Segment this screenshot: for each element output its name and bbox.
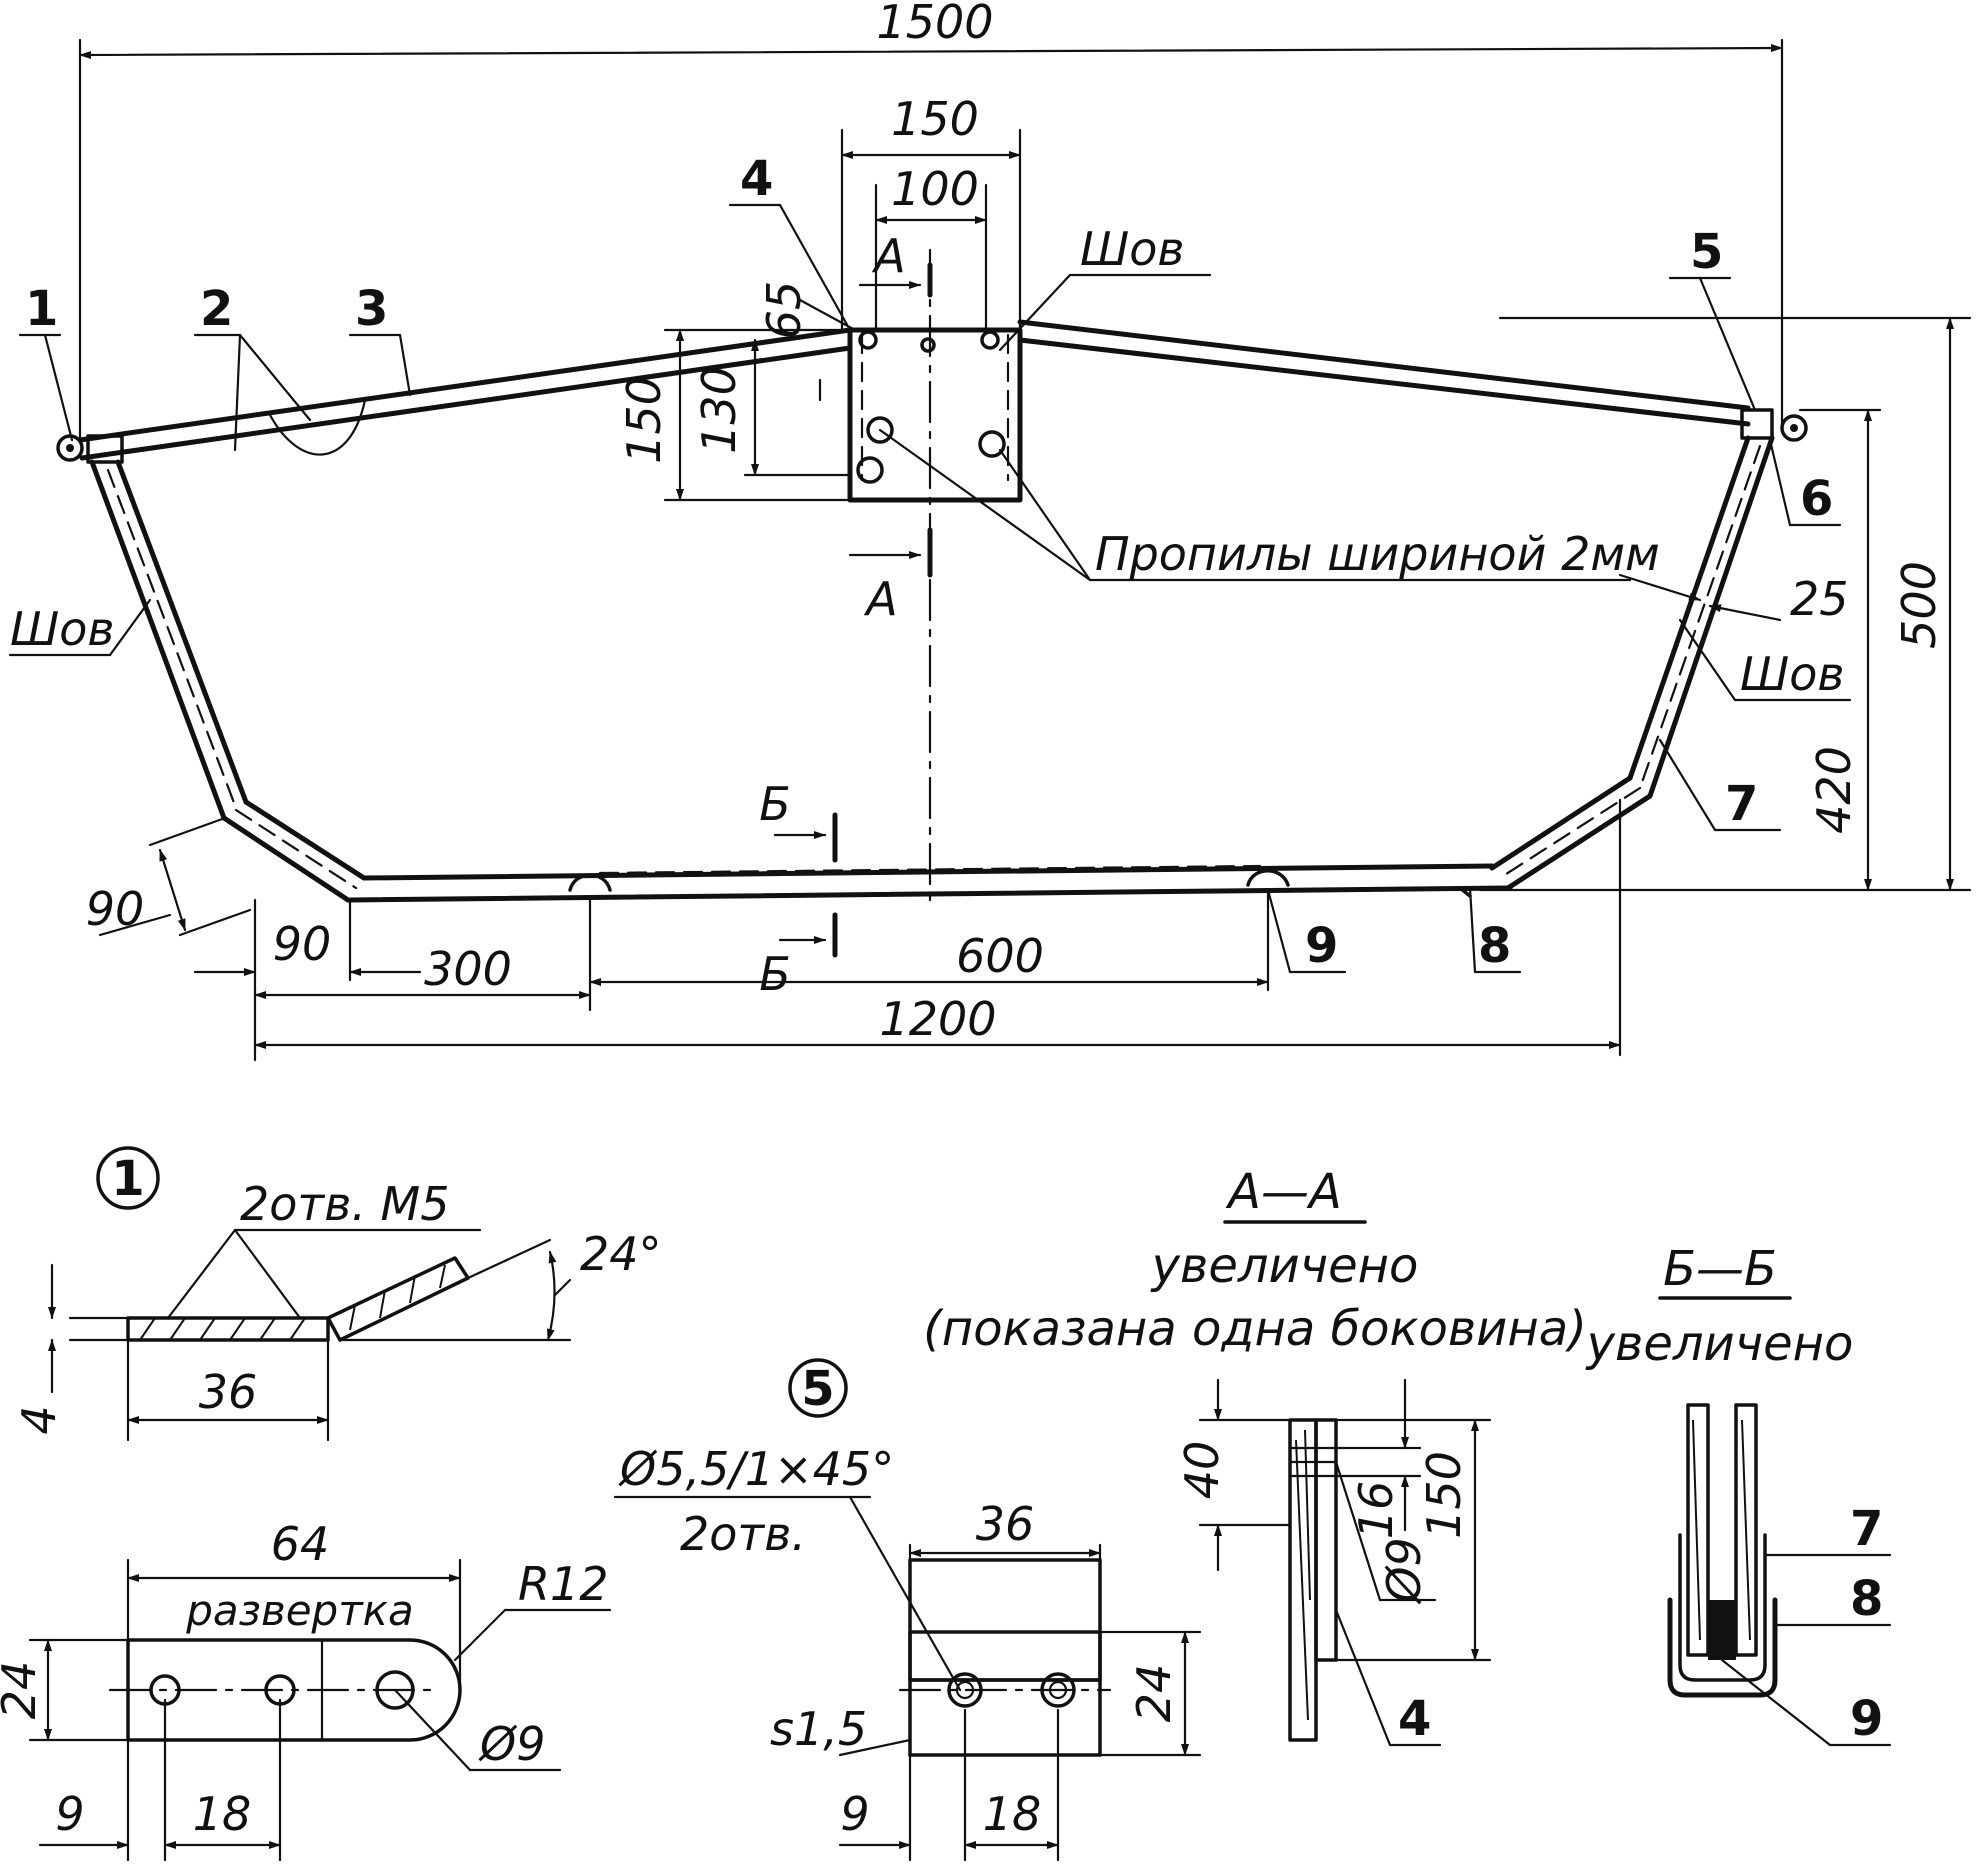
section-mark-b: Б Б [759, 777, 838, 1001]
part-number-labels: 1 2 3 4 5 6 7 8 9 [18, 151, 1842, 974]
note-seam-left: Шов [8, 598, 152, 657]
label-section-a-top: А [871, 229, 905, 283]
section-bb-title: Б—Б [1663, 1241, 1777, 1297]
detail-1-label-height: 24 [0, 1661, 46, 1720]
label-420: 420 [1807, 746, 1861, 834]
main-frame-view: 1500 [8, 0, 1972, 1062]
detail-1-callout-circle [96, 1146, 160, 1210]
label-25: 25 [1790, 572, 1849, 626]
label-section-b-bottom: Б [759, 947, 791, 1001]
detail-1-label-thickness: 4 [12, 1405, 66, 1434]
section-aa-title: А—А [1225, 1164, 1342, 1220]
detail-1-label-radius: R12 [518, 1557, 609, 1611]
part-label-7: 7 [1725, 776, 1758, 832]
note-seam-right: Шов [1678, 618, 1852, 702]
label-section-b-top: Б [759, 777, 791, 831]
part-label-9: 9 [1305, 918, 1338, 974]
dim-bottom: 90 300 600 1200 90 [86, 798, 1622, 1062]
top-bar-right [1017, 319, 1751, 427]
detail-1-label-pitch: 18 [193, 1787, 252, 1841]
dim-height: 500 420 [1478, 316, 1972, 892]
section-bb-part-8: 8 [1850, 1571, 1883, 1627]
detail-1-callout: 1 [111, 1151, 144, 1207]
section-aa-label-part: 4 [1398, 1691, 1431, 1747]
detail-5-label-edge: 9 [840, 1787, 869, 1841]
label-slots: Пропилы шириной 2мм [1095, 527, 1660, 581]
label-seam-top: Шов [1080, 222, 1184, 276]
part-label-3: 3 [355, 281, 388, 337]
note-seam-top: Шов [998, 222, 1212, 352]
dim-bracket-width: 150 100 [840, 92, 1022, 332]
center-bracket [847, 327, 1023, 503]
side-bar-right [1489, 435, 1775, 891]
detail-1-label-holes: 2отв. М5 [240, 1177, 450, 1231]
label-1200: 1200 [879, 992, 996, 1046]
section-bb-part-7: 7 [1850, 1501, 1883, 1557]
label-150-top: 150 [891, 92, 979, 146]
label-seam-left: Шов [10, 602, 114, 656]
label-100: 100 [891, 162, 979, 216]
detail-5-label-holes-2: 2отв. [680, 1507, 806, 1561]
detail-5: 5 Ø5,5/1×45° 2отв. 36 24 s1,5 [613, 1358, 1202, 1862]
label-600: 600 [956, 929, 1044, 983]
part-label-4: 4 [740, 151, 773, 207]
label-1500: 1500 [876, 0, 993, 49]
bracket-left [86, 434, 124, 464]
section-aa-label-hole: Ø9 [1377, 1537, 1431, 1604]
part-label-6: 6 [1800, 471, 1833, 527]
section-aa-subtitle-2: (показана одна боковина) [923, 1301, 1587, 1357]
dim-overall-width: 1500 [78, 0, 1784, 442]
section-aa-profile [1288, 1418, 1338, 1742]
bracket-right [1740, 408, 1774, 440]
part-label-5: 5 [1690, 224, 1723, 280]
detail-1-side-view: 4 36 24° 2отв. М5 [12, 1177, 662, 1442]
section-bb: Б—Б увеличено 7 8 9 [1585, 1241, 1892, 1747]
section-mark-a: А А [848, 229, 933, 626]
label-section-a-bottom: А [863, 572, 897, 626]
detail-5-callout-circle [788, 1358, 848, 1418]
dim-bracket-height: 150 130 [617, 328, 852, 502]
label-300: 300 [424, 942, 512, 996]
detail-1: 1 4 36 24° [0, 1146, 662, 1862]
detail-1-label-length: 36 [199, 1365, 258, 1419]
pivot-right [1780, 414, 1808, 442]
top-bar-left [77, 327, 853, 461]
detail-5-label-pitch: 18 [983, 1787, 1042, 1841]
label-90-diag: 90 [86, 882, 145, 936]
section-bb-profile [1667, 1403, 1778, 1698]
section-aa-label-150: 150 [1417, 1451, 1471, 1539]
side-bar-left [89, 459, 367, 903]
label-500: 500 [1892, 561, 1946, 649]
part-label-2: 2 [200, 281, 233, 337]
detail-5-label-sheet: s1,5 [770, 1702, 867, 1756]
detail-1-label-hole-dia: Ø9 [478, 1717, 545, 1771]
part-label-8: 8 [1478, 918, 1511, 974]
section-bb-part-9: 9 [1850, 1691, 1883, 1747]
section-bb-subtitle: увеличено [1585, 1316, 1854, 1372]
label-150-v: 150 [617, 376, 671, 464]
detail-5-label-height: 24 [1127, 1664, 1181, 1723]
detail-5-label-holes-1: Ø5,5/1×45° [618, 1442, 894, 1496]
detail-5-plate [898, 1558, 1112, 1757]
label-90-h: 90 [273, 917, 332, 971]
detail-1-label-blank-length: 64 [271, 1517, 330, 1571]
section-aa-label-40: 40 [1175, 1441, 1229, 1500]
detail-1-label-edge: 9 [55, 1787, 84, 1841]
section-aa-subtitle-1: увеличено [1150, 1238, 1419, 1294]
detail-5-label-width: 36 [976, 1497, 1035, 1551]
section-aa: А—А увеличено (показана одна боковина) 4… [923, 1164, 1587, 1747]
detail-5-callout: 5 [801, 1361, 834, 1417]
part-label-1: 1 [25, 281, 58, 337]
label-seam-right: Шов [1740, 647, 1844, 701]
detail-1-label-blank-note: развертка [185, 1586, 414, 1635]
label-130-v: 130 [692, 366, 746, 454]
detail-1-label-angle: 24° [580, 1227, 662, 1281]
note-slots: Пропилы шириной 2мм 25 [878, 428, 1849, 626]
detail-1-blank-view: 64 развертка R12 24 Ø9 9 18 [0, 1517, 612, 1862]
